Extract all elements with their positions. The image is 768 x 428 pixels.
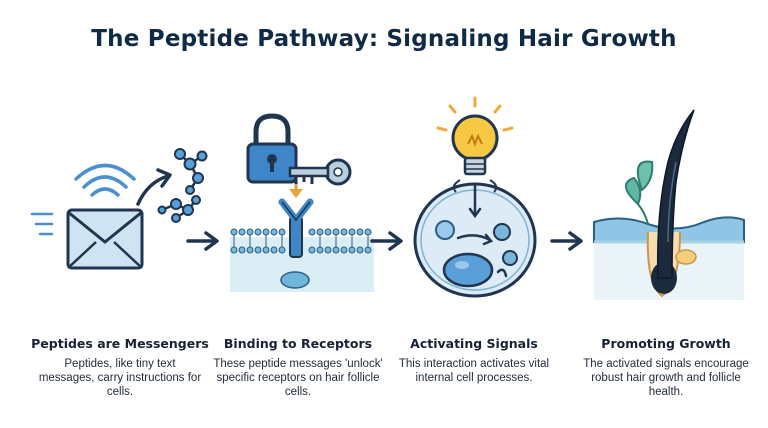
wifi-icon bbox=[74, 163, 136, 197]
key-icon bbox=[288, 158, 352, 186]
receptor-illustration bbox=[230, 113, 374, 292]
motion-lines-icon bbox=[30, 212, 54, 236]
step-receptors bbox=[212, 92, 392, 292]
light-rays-icon bbox=[436, 96, 514, 132]
step-title-growth: Promoting Growth bbox=[601, 336, 731, 351]
receptor-icon bbox=[278, 198, 314, 258]
padlock-icon bbox=[246, 113, 298, 184]
molecule-icon bbox=[157, 148, 208, 223]
cell-icon bbox=[413, 179, 537, 298]
hair-follicle-illustration bbox=[593, 109, 745, 300]
step-desc-activating: This interaction activates vital interna… bbox=[398, 358, 550, 384]
step-desc-messengers: Peptides, like tiny text messages, carry… bbox=[38, 358, 202, 398]
curved-arrow-icon bbox=[136, 168, 172, 206]
step-title-activating: Activating Signals bbox=[410, 336, 538, 351]
envelope-icon bbox=[66, 208, 144, 270]
flow-arrow-icon bbox=[370, 231, 403, 251]
gear-icon bbox=[493, 223, 518, 266]
leaf-icon bbox=[625, 160, 654, 225]
step-desc-growth: The activated signals encourage robust h… bbox=[583, 358, 749, 398]
step-title-receptors: Binding to Receptors bbox=[223, 336, 373, 351]
signal-arrows-icon bbox=[456, 182, 508, 278]
cell-membrane-icon bbox=[230, 228, 374, 292]
step-title-messengers: Peptides are Messengers bbox=[31, 336, 209, 351]
cell-signal-illustration bbox=[413, 96, 537, 298]
step-messengers bbox=[30, 92, 210, 292]
step-growth bbox=[576, 92, 756, 302]
page-title: The Peptide Pathway: Signaling Hair Grow… bbox=[91, 26, 677, 52]
step-desc-receptors: These peptide messages 'unlock' specific… bbox=[213, 358, 383, 398]
lightbulb-icon bbox=[451, 114, 499, 176]
flow-arrow-icon bbox=[550, 231, 583, 251]
envelope-illustration bbox=[30, 148, 208, 270]
step-activating bbox=[390, 92, 570, 302]
flow-arrow-icon bbox=[186, 231, 219, 251]
hair-shaft-icon bbox=[656, 109, 695, 279]
